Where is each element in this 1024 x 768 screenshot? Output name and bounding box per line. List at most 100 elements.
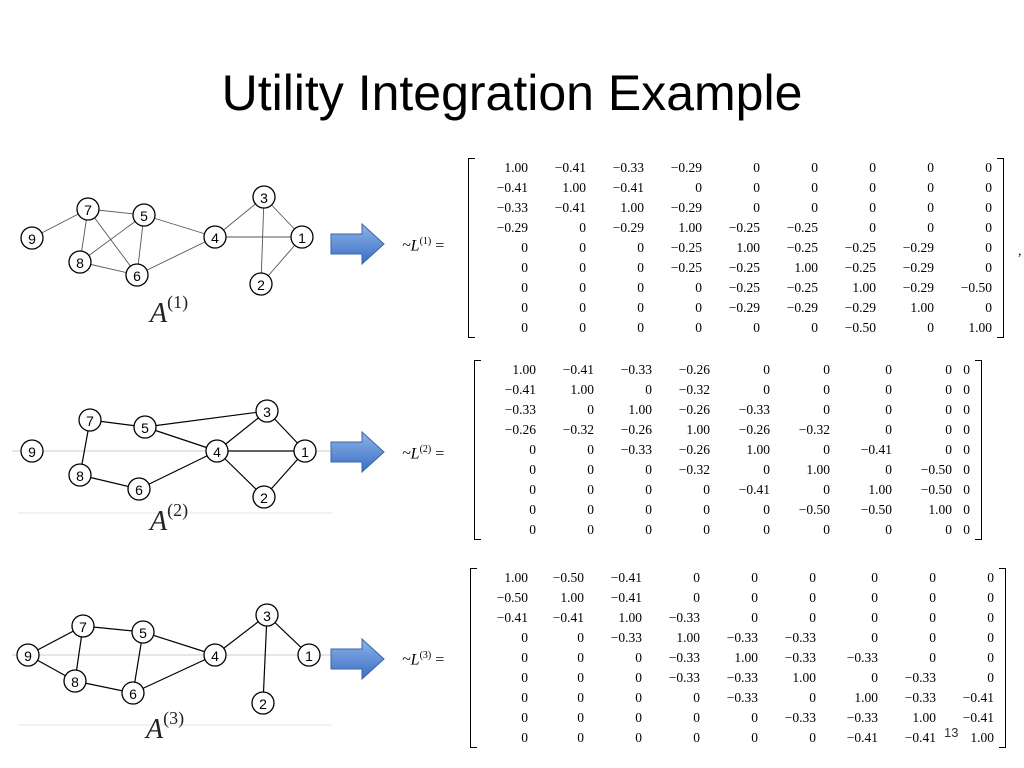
matrix-cell: 0 [587,522,594,537]
matrix-cell: 1.00 [746,442,770,457]
matrix-cell: −0.25 [844,260,876,275]
matrix-cell: 0 [871,570,878,585]
graph-node: 6 [121,681,145,705]
matrix-cell: −0.33 [904,670,936,685]
matrix-cell: −0.41 [496,610,528,625]
graph-node: 3 [252,185,276,209]
matrix-cell: −0.41 [554,200,586,215]
matrix-cell: 0 [811,320,818,335]
matrix-cell: 0 [579,260,586,275]
node-label: 9 [28,231,36,247]
matrix-cell: 1.00 [854,690,878,705]
matrix-cell: 0 [869,160,876,175]
graph-a1-label: A(1) [150,292,189,329]
graph-node: 5 [132,203,156,227]
matrix-cell: 1.00 [504,570,528,585]
graph-a3-label: A(3) [146,708,185,745]
matrix-cell: 1.00 [910,300,934,315]
matrix-cell: 1.00 [794,260,818,275]
matrix-cell: −0.26 [678,362,710,377]
matrix-cell: −0.25 [728,280,760,295]
matrix-cell: 0 [521,320,528,335]
node-label: 7 [86,413,94,429]
graph-node: 3 [255,603,279,627]
matrix-cell: 0 [963,362,970,377]
graph-edge [132,654,216,694]
matrix-cell: 0 [945,442,952,457]
matrix-cell: 1.00 [970,730,994,745]
matrix-cell: 0 [587,462,594,477]
node-label: 3 [260,190,268,206]
matrix-cell: 0 [809,570,816,585]
matrix-cell: −0.26 [738,422,770,437]
matrix-cell: 0 [521,630,528,645]
matrix-cell: 0 [521,650,528,665]
matrix-cell: 0 [695,320,702,335]
node-circle [76,197,100,221]
matrix-cell: −0.33 [612,160,644,175]
matrix-cell: 0 [751,710,758,725]
matrix-cell: −0.26 [678,402,710,417]
node-circle [251,691,275,715]
matrix-cell: 0 [885,422,892,437]
matrix-cell: −0.50 [496,590,528,605]
matrix-cell: 0 [885,382,892,397]
matrix-cell: 0 [985,220,992,235]
matrix-cell: 0 [693,710,700,725]
matrix-cell: 0 [577,690,584,705]
graph-edge [142,631,216,656]
matrix-cell: 0 [987,650,994,665]
matrix-1-trailing: , [1018,244,1022,259]
matrix-cell: 0 [693,590,700,605]
matrix-cell: 1.00 [618,610,642,625]
node-circle [132,203,156,227]
matrix-cell: 1.00 [620,200,644,215]
matrix-cell: 0 [985,260,992,275]
matrix-cell: −0.41 [610,570,642,585]
matrix-cell: 0 [929,630,936,645]
node-circle [249,272,273,296]
matrix-cell: −0.29 [902,240,934,255]
node-circle [127,477,151,501]
matrix-cell: 0 [529,522,536,537]
matrix-cell: 0 [529,502,536,517]
right-arrow-icon [330,222,385,266]
matrix-cell: 1.00 [852,280,876,295]
matrix-cell: 1.00 [736,240,760,255]
matrix-cell: −0.33 [784,650,816,665]
matrix-cell: −0.26 [620,422,652,437]
matrix-cell: −0.50 [552,570,584,585]
matrix-cell: 0 [635,650,642,665]
matrix-cell: −0.41 [610,590,642,605]
matrix-cell: 0 [521,240,528,255]
matrix-cell: 0 [577,710,584,725]
graph-edge [144,426,218,452]
matrix-cell: −0.29 [844,300,876,315]
matrix-cell: 0 [753,180,760,195]
matrix-cell: 0 [823,362,830,377]
node-circle [125,263,149,287]
matrix-cell: 0 [703,482,710,497]
matrix-cell: −0.26 [678,442,710,457]
graph-node: 4 [205,439,229,463]
matrix-cell: 0 [635,670,642,685]
matrix-cell: 0 [927,200,934,215]
node-label: 3 [263,608,271,624]
matrix-cell: −0.33 [726,690,758,705]
right-arrow-icon [330,430,385,474]
node-label: 7 [79,619,87,635]
matrix-cell: −0.33 [726,670,758,685]
